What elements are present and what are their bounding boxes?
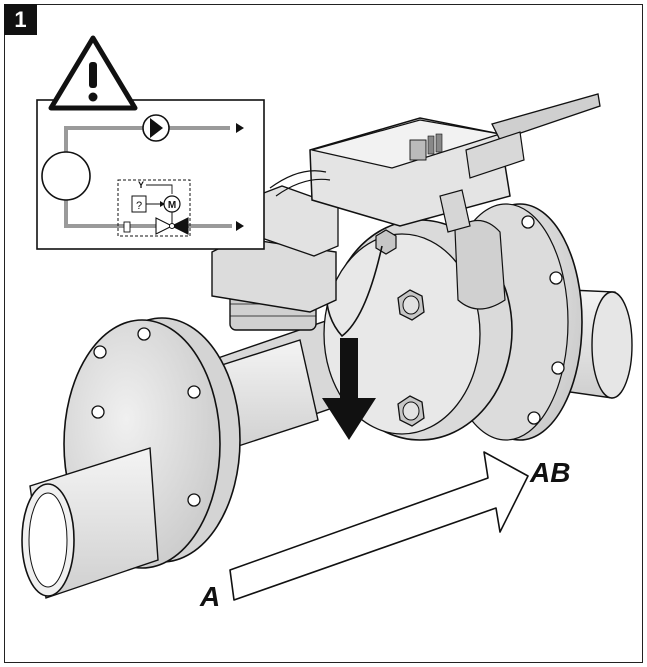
flange-bolt bbox=[397, 395, 425, 427]
valve-symbol bbox=[155, 212, 189, 235]
inlet-label: A bbox=[199, 581, 220, 612]
figure-frame bbox=[4, 4, 643, 663]
inlet-pipe-stub bbox=[21, 447, 159, 599]
warning-icon bbox=[48, 35, 138, 111]
return-flow-arrow-icon bbox=[236, 123, 244, 133]
svg-text:M: M bbox=[168, 200, 176, 211]
pump-icon bbox=[142, 114, 170, 142]
flow-arrow-icon bbox=[229, 451, 529, 601]
actuator bbox=[211, 93, 601, 331]
flange-bolt bbox=[397, 289, 425, 321]
supply-flow-arrow-icon bbox=[236, 221, 244, 231]
heat-exchanger-symbol bbox=[41, 151, 91, 201]
motor-icon: M bbox=[163, 195, 181, 213]
outlet-pipe bbox=[569, 289, 633, 399]
setpoint-label: Y bbox=[138, 180, 144, 190]
install-direction-arrow-icon bbox=[322, 338, 376, 440]
hydraulic-schematic-inset: ? M Y bbox=[36, 99, 265, 250]
step-number-badge: 1 bbox=[4, 4, 37, 35]
controller-label: ? bbox=[136, 200, 142, 212]
flange-bolt bbox=[375, 229, 397, 255]
outlet-label: AB bbox=[529, 457, 570, 488]
